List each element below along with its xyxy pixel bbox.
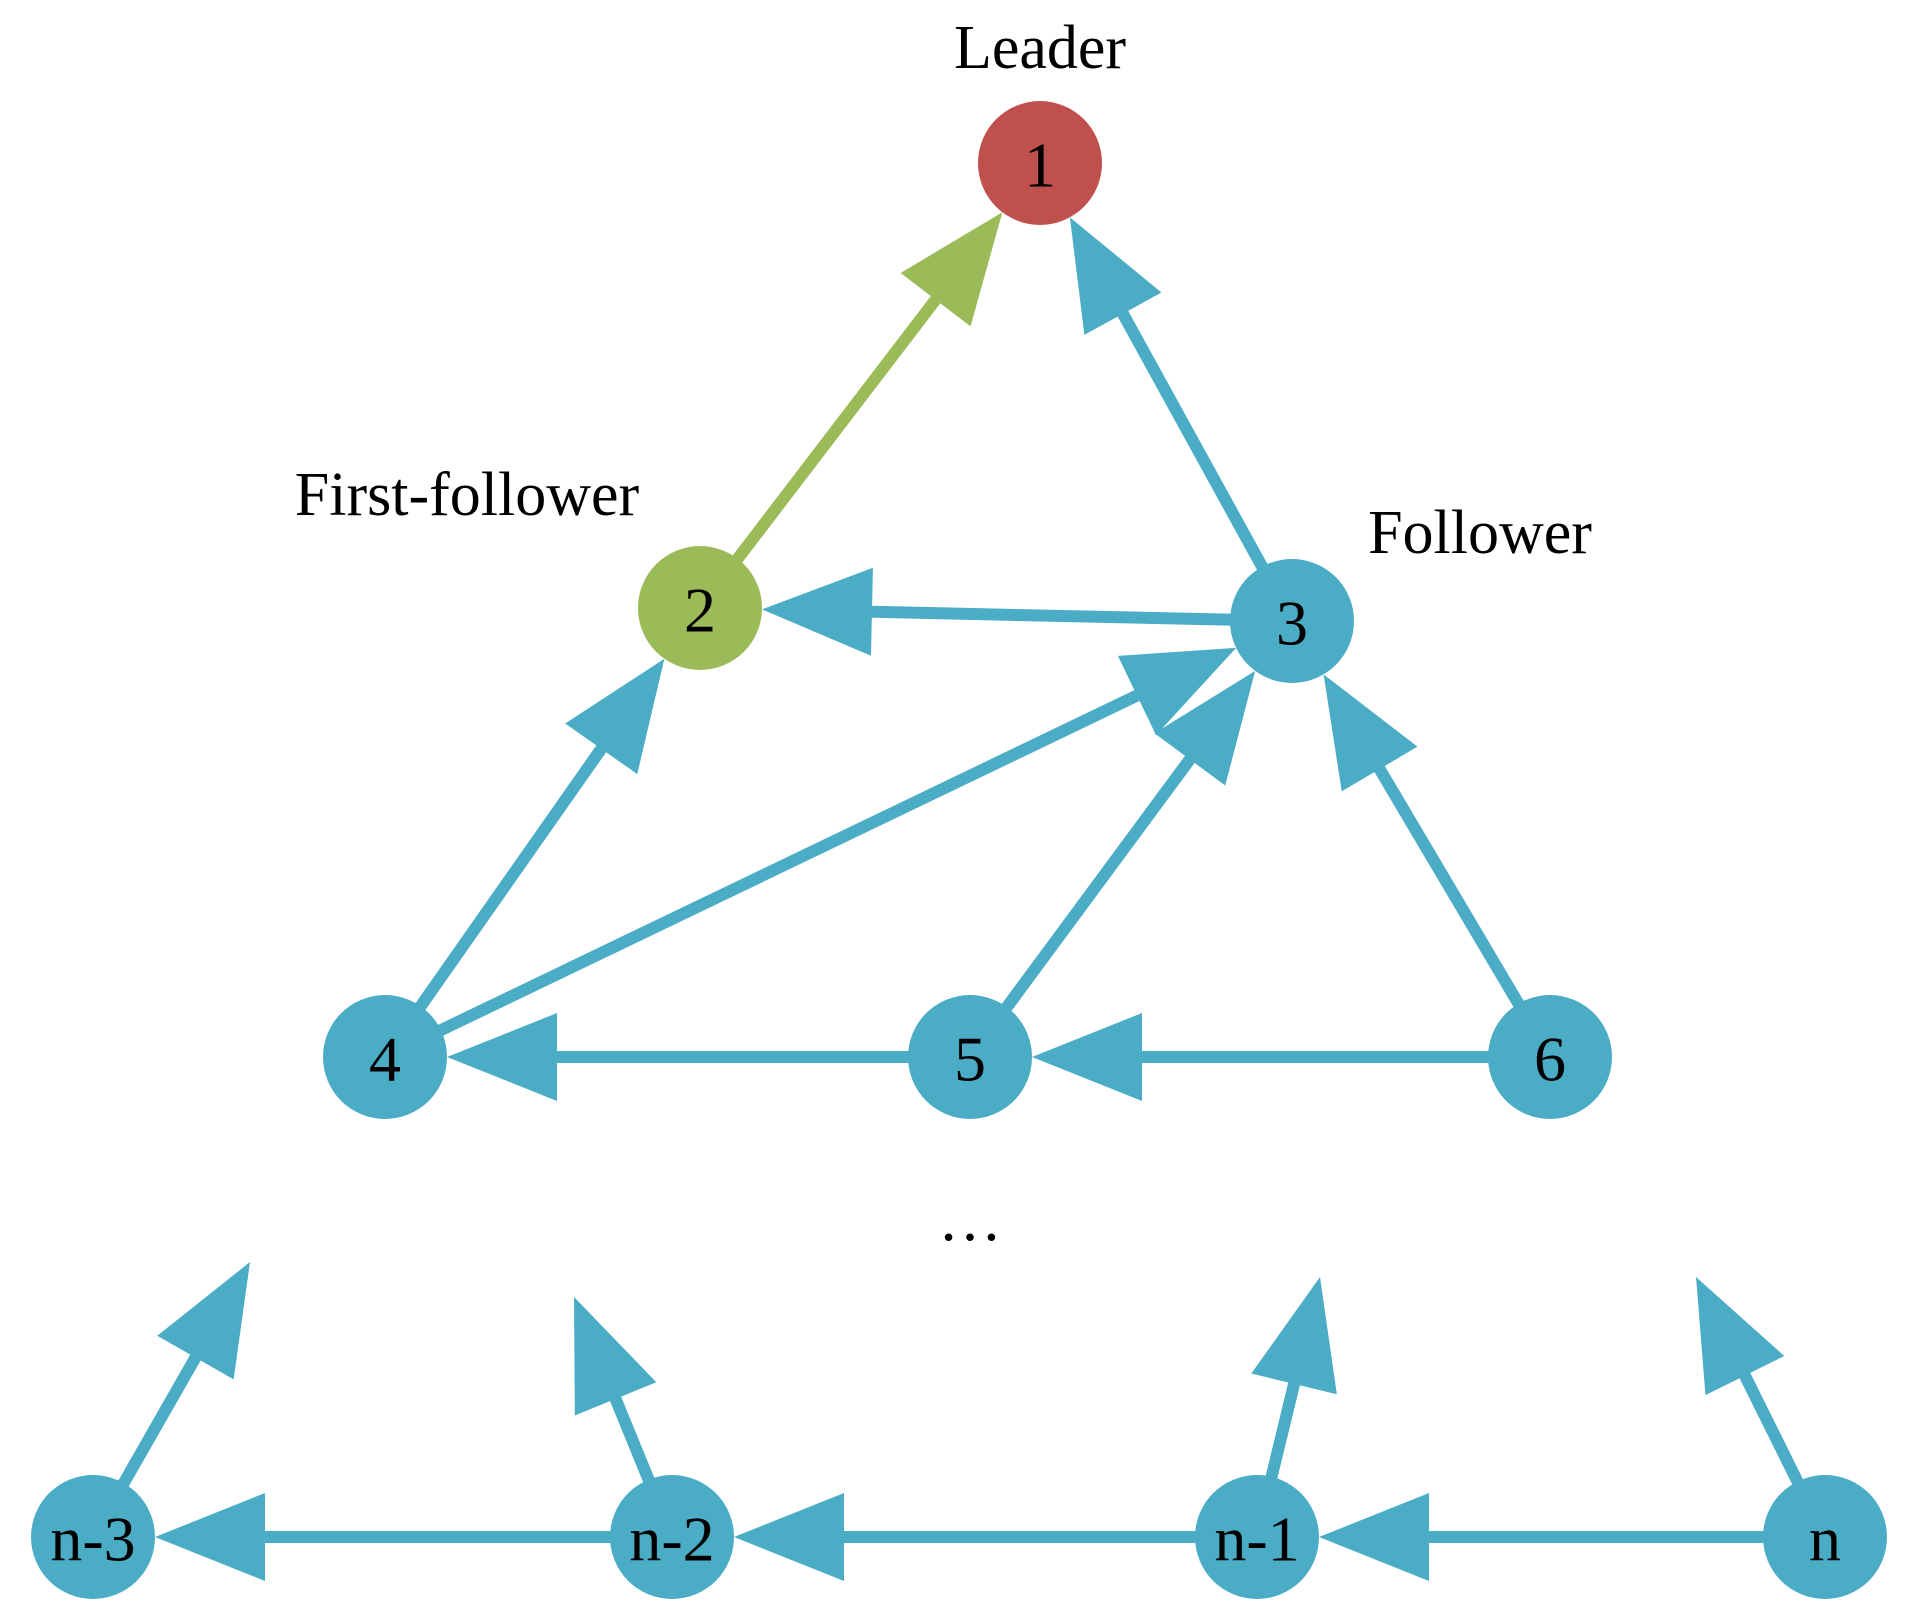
edge-n4-to-n3: [434, 647, 1237, 1038]
node-circle: [908, 995, 1032, 1119]
edge-nn-to-open: [1696, 1277, 1805, 1488]
node-circle: [978, 101, 1102, 225]
arrowhead-icon: [565, 658, 665, 775]
node-nn: n: [1763, 1475, 1887, 1599]
edge-n6-to-n3: [1323, 674, 1526, 1011]
edge-line: [116, 1351, 203, 1490]
node-nm1: n-1: [1195, 1475, 1319, 1599]
node-n2: 2: [638, 546, 762, 670]
node-nm3: n-3: [31, 1475, 155, 1599]
arrowhead-icon: [447, 1013, 557, 1101]
node-n4: 4: [323, 995, 447, 1119]
node-label: n-1: [1214, 1504, 1299, 1575]
node-n5: 5: [908, 995, 1032, 1119]
arrowhead-icon: [1154, 670, 1256, 786]
node-circle: [610, 1475, 734, 1599]
node-label: 3: [1276, 588, 1308, 659]
edge-line: [1264, 1378, 1301, 1483]
node-label: n: [1809, 1504, 1841, 1575]
arrowhead-icon: [761, 567, 873, 656]
edge-nm1-to-open: [1251, 1277, 1337, 1483]
follower-role-label: Follower: [1368, 499, 1592, 567]
nodes-layer: 1 2 3 4 5 6 n-3 n-2 n-1 n: [31, 101, 1887, 1599]
edge-nm2-to-open: [574, 1297, 657, 1486]
node-label: 6: [1534, 1024, 1566, 1095]
arrowhead-icon: [1696, 1277, 1785, 1396]
edge-line: [608, 1392, 656, 1486]
node-circle: [323, 995, 447, 1119]
edge-nm3-to-open: [116, 1262, 250, 1490]
edge-line: [999, 752, 1198, 1014]
arrowhead-icon: [157, 1262, 250, 1380]
node-label: 5: [954, 1024, 986, 1095]
ellipsis-continuation: …: [938, 1183, 1002, 1254]
node-label: 4: [369, 1024, 401, 1095]
edge-n5-to-n3: [999, 670, 1256, 1014]
node-circle: [31, 1475, 155, 1599]
edge-nm2-to-nm3: [155, 1493, 614, 1581]
node-circle: [1763, 1475, 1887, 1599]
arrowhead-icon: [1323, 674, 1418, 792]
first-follower-role-label: First-follower: [295, 461, 640, 529]
edge-line: [434, 688, 1144, 1038]
arrowhead-icon: [1069, 217, 1162, 335]
arrowhead-icon: [1251, 1277, 1337, 1395]
edge-n6-to-n5: [1032, 1013, 1492, 1101]
node-n6: 6: [1488, 995, 1612, 1119]
arrowhead-icon: [1319, 1493, 1429, 1581]
edge-line: [730, 292, 943, 566]
edge-n5-to-n4: [447, 1013, 912, 1101]
node-circle: [1195, 1475, 1319, 1599]
edge-n3-to-n2: [761, 567, 1235, 656]
edge-line: [1372, 762, 1526, 1011]
edge-line: [413, 742, 609, 1013]
node-n3: 3: [1230, 559, 1354, 683]
edge-line: [1115, 307, 1270, 574]
arrowhead-icon: [1117, 647, 1237, 736]
leader-role-label: Leader: [954, 14, 1126, 82]
node-label: 1: [1024, 130, 1056, 201]
arrowhead-icon: [734, 1493, 844, 1581]
edges-layer: [116, 212, 1805, 1581]
edge-nn-to-nm1: [1319, 1493, 1767, 1581]
edge-line: [867, 605, 1235, 626]
node-label: n-3: [50, 1504, 135, 1575]
node-label: 2: [684, 575, 716, 646]
arrowhead-icon: [900, 212, 1003, 327]
node-circle: [1230, 559, 1354, 683]
node-circle: [1488, 995, 1612, 1119]
arrowhead-icon: [1032, 1013, 1142, 1101]
edge-n2-to-n1: [730, 212, 1003, 566]
edge-nm1-to-nm2: [734, 1493, 1199, 1581]
edge-n4-to-n2: [413, 658, 665, 1013]
node-nm2: n-2: [610, 1475, 734, 1599]
arrowhead-icon: [574, 1297, 657, 1416]
node-label: n-2: [629, 1504, 714, 1575]
edge-line: [1737, 1369, 1805, 1488]
node-n1: 1: [978, 101, 1102, 225]
edge-n3-to-n1: [1069, 217, 1270, 574]
node-circle: [638, 546, 762, 670]
arrowhead-icon: [155, 1493, 265, 1581]
